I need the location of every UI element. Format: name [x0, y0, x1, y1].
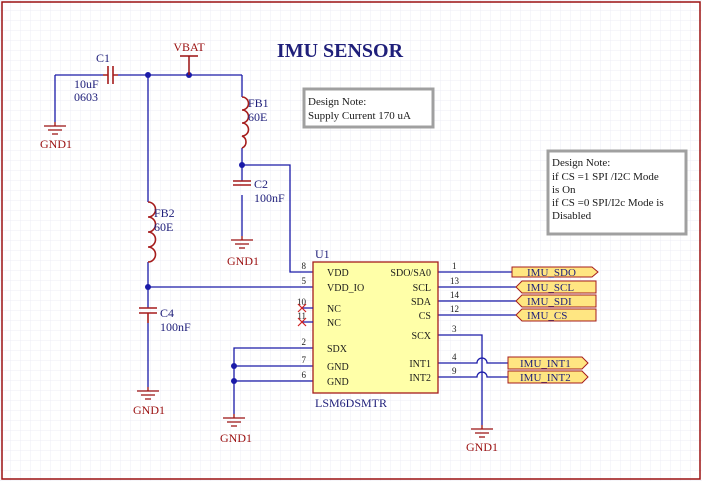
ic-part-number: LSM6DSMTR [315, 396, 387, 410]
pin-num: 11 [297, 311, 306, 321]
note-heading: Design Note: [308, 96, 366, 108]
port-imu-sdi: IMU_SDI [515, 294, 597, 308]
junction-dot [145, 72, 151, 78]
c2-ref: C2 [254, 177, 268, 191]
svg-text:IMU_CS: IMU_CS [527, 310, 567, 322]
pin-name: GND [327, 362, 349, 373]
port-imu-int1: IMU_INT1 [507, 356, 589, 370]
note-line: Supply Current 170 uA [308, 110, 411, 122]
svg-text:IMU_SDO: IMU_SDO [527, 267, 576, 279]
vbat-power-port: VBAT [173, 40, 205, 75]
pin-name: SDX [327, 344, 348, 355]
port-imu-sdo: IMU_SDO [511, 266, 599, 279]
note-line: if CS =0 SPI/I2c Mode is [552, 197, 664, 209]
pin-name: NC [327, 318, 341, 329]
pin-num: 4 [452, 352, 457, 362]
gnd-symbol-ic: GND1 [220, 414, 252, 445]
port-imu-cs: IMU_CS [515, 308, 597, 322]
fb1-ref: FB1 [248, 96, 269, 110]
svg-text:IMU_SDI: IMU_SDI [527, 296, 572, 308]
fb1-value: 60E [248, 110, 267, 124]
gnd-label: GND1 [227, 254, 259, 268]
c2-value: 100nF [254, 191, 285, 205]
wires [54, 74, 516, 425]
pin-num: 9 [452, 366, 457, 376]
junction-dot [231, 378, 237, 384]
pin-name: SDA [411, 297, 432, 308]
ic-u1: U1 LSM6DSMTR 8 VDD 5 VDD_IO 10 NC 11 NC … [297, 247, 460, 410]
pin-num: 13 [450, 276, 460, 286]
junction-dot [231, 363, 237, 369]
junctions [145, 72, 245, 384]
pin-num: 6 [302, 370, 307, 380]
gnd-label: GND1 [40, 137, 72, 151]
design-note-supply: Design Note: Supply Current 170 uA [302, 87, 435, 129]
pin-num: 2 [302, 337, 307, 347]
gnd-symbol-c4: GND1 [133, 387, 165, 417]
note-line: if CS =1 SPI /I2C Mode [552, 171, 659, 183]
pin-name: GND [327, 377, 349, 388]
pin-num: 1 [452, 261, 457, 271]
pin-name: NC [327, 304, 341, 315]
pin-num: 3 [452, 324, 457, 334]
note-line: Disabled [552, 210, 592, 222]
pin-name: CS [419, 311, 431, 322]
pin-num: 5 [302, 276, 307, 286]
c4-ref: C4 [160, 306, 174, 320]
c1-ref: C1 [96, 51, 110, 65]
port-imu-int2: IMU_INT2 [507, 370, 589, 384]
c1-value: 10uF [74, 77, 99, 91]
svg-text:IMU_INT1: IMU_INT1 [520, 358, 571, 370]
junction-dot [239, 162, 245, 168]
pin-name: INT1 [409, 359, 431, 370]
pin-num: 7 [302, 355, 307, 365]
gnd-symbol-c1: GND1 [40, 122, 72, 151]
pin-num: 10 [297, 297, 307, 307]
capacitor-c1: C1 10uF 0603 [74, 51, 118, 104]
pin-num: 8 [302, 261, 307, 271]
ferrite-bead-fb2: FB2 60E [147, 201, 175, 263]
gnd-label: GND1 [466, 440, 498, 454]
c4-value: 100nF [160, 320, 191, 334]
ferrite-bead-fb1: FB1 60E [241, 96, 269, 149]
capacitor-c4: C4 100nF [139, 306, 191, 334]
pin-name: SCX [412, 331, 432, 342]
gnd-label: GND1 [133, 403, 165, 417]
fb2-value: 60E [154, 220, 173, 234]
pin-name: SCL [413, 283, 431, 294]
capacitor-c2: C2 100nF [233, 177, 285, 205]
svg-text:IMU_INT2: IMU_INT2 [520, 372, 571, 384]
ic-ref: U1 [315, 247, 330, 261]
note-line: is On [552, 184, 576, 196]
pin-num: 12 [450, 304, 459, 314]
schematic-title: IMU SENSOR [277, 40, 404, 62]
c1-package: 0603 [74, 90, 98, 104]
pin-name: SDO/SA0 [390, 268, 431, 279]
gnd-label: GND1 [220, 431, 252, 445]
pin-name: INT2 [409, 373, 431, 384]
svg-text:IMU_SCL: IMU_SCL [527, 282, 574, 294]
note-heading: Design Note: [552, 157, 610, 169]
design-note-mode: Design Note: if CS =1 SPI /I2C Mode is O… [546, 149, 688, 236]
pin-name: VDD_IO [327, 283, 364, 294]
ic-body [312, 261, 439, 394]
junction-dot [145, 284, 151, 290]
pin-name: VDD [327, 268, 349, 279]
vbat-label: VBAT [173, 40, 205, 54]
gnd-symbol-c2: GND1 [227, 236, 259, 268]
gnd-symbol-scx: GND1 [466, 425, 498, 454]
net-ports: IMU_SDO IMU_SCL IMU_SDI IMU_CS IMU_INT1 … [507, 266, 599, 384]
fb2-ref: FB2 [154, 206, 175, 220]
pin-num: 14 [450, 290, 460, 300]
port-imu-scl: IMU_SCL [515, 280, 597, 294]
